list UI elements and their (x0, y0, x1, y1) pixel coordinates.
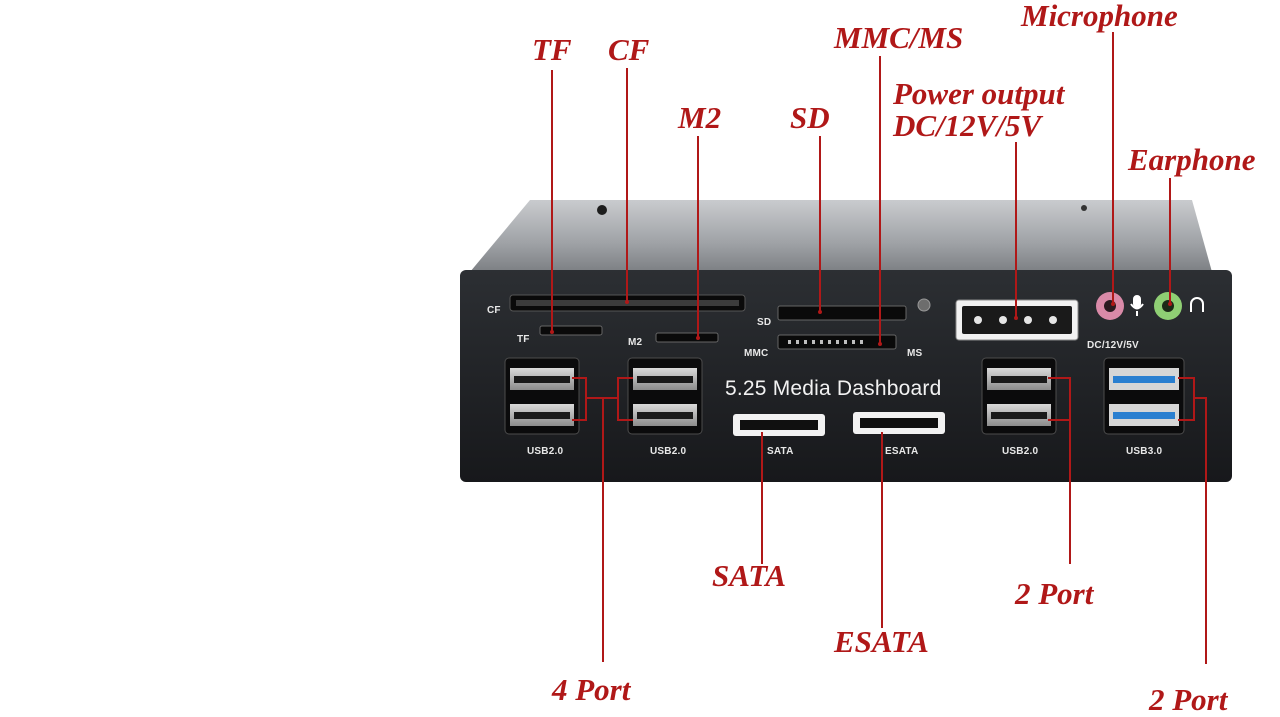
panel-label-sata: SATA (767, 446, 794, 457)
usb-group-2 (627, 357, 703, 435)
panel-label-usb2: USB2.0 (650, 446, 687, 457)
panel-label-m2: M2 (628, 337, 643, 348)
panel-label-sd: SD (757, 317, 772, 328)
panel-label-cf: CF (487, 305, 501, 316)
callout-sd: SD (790, 100, 830, 135)
sd-slot (777, 305, 907, 321)
microphone-icon (1130, 295, 1144, 316)
usb-group-3 (981, 357, 1057, 435)
callout-m2: M2 (678, 100, 722, 135)
panel-label-esata: ESATA (885, 446, 919, 457)
headphone-icon (1190, 297, 1204, 312)
panel-label-tf: TF (517, 334, 530, 345)
panel-label-usb3: USB2.0 (1002, 446, 1039, 457)
callout-esata: ESATA (834, 624, 929, 659)
callout-earphone: Earphone (1128, 142, 1256, 177)
metal-housing-top (470, 200, 1212, 272)
screw-hole (1081, 205, 1087, 211)
status-led (917, 298, 931, 312)
callout-cf: CF (608, 32, 650, 67)
panel-title: 5.25 Media Dashboard (725, 377, 942, 400)
usb3-group (1103, 357, 1185, 435)
panel-label-usb4: USB3.0 (1126, 446, 1163, 457)
panel-label-usb1: USB2.0 (527, 446, 564, 457)
screw-hole (597, 205, 607, 215)
m2-slot (655, 332, 719, 343)
panel-label-dc: DC/12V/5V (1087, 340, 1139, 351)
callout-microphone: Microphone (1021, 0, 1178, 33)
callout-sata: SATA (712, 558, 787, 593)
tf-slot (539, 325, 603, 336)
panel-label-ms: MS (907, 348, 923, 359)
callout-tf: TF (532, 32, 572, 67)
callout-2-port-b: 2 Port (1149, 682, 1228, 717)
callout-power-line2: DC/12V/5V (893, 108, 1042, 143)
callout-4-port: 4 Port (552, 672, 631, 707)
usb-group-1 (504, 357, 580, 435)
callout-power-line1: Power output (893, 76, 1065, 111)
callout-2-port-a: 2 Port (1015, 576, 1094, 611)
panel-label-mmc: MMC (744, 348, 769, 359)
callout-mmc-ms: MMC/MS (834, 20, 964, 55)
